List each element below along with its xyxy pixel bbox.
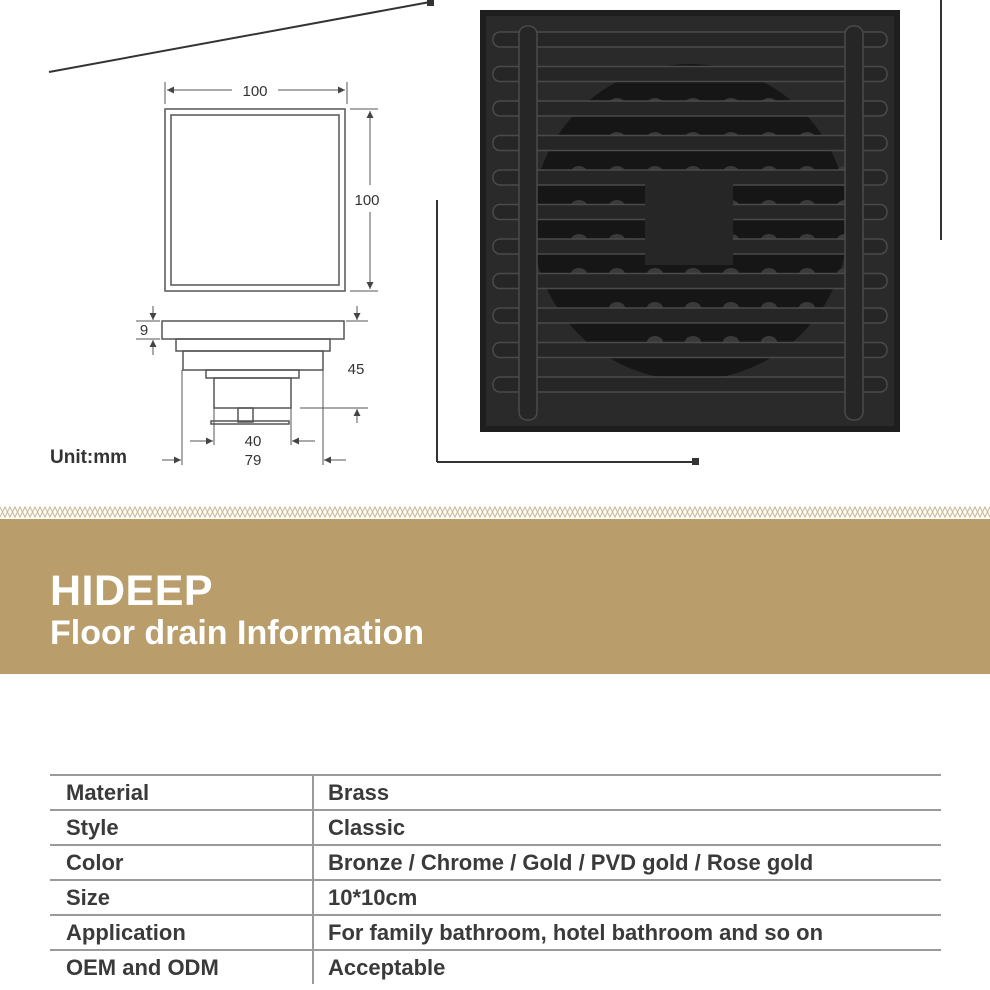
decorative-zigzag-border [0,505,990,519]
title-banner [0,519,990,674]
banner-subtitle: Floor drain Information [50,614,424,652]
spec-label: Material [50,774,314,810]
spec-label: Style [50,809,314,845]
drain-photo [480,10,900,432]
brand-name: HIDEEP [50,567,214,615]
spec-label: OEM and ODM [50,949,314,984]
spec-label: Application [50,914,314,950]
dim-top-width: 100 [242,83,267,100]
unit-label: Unit:mm [50,447,128,468]
spec-label: Color [50,844,314,880]
spec-value: Acceptable [313,949,941,984]
spec-value: Classic [313,809,941,845]
spec-value: Bronze / Chrome / Gold / PVD gold / Rose… [313,844,941,880]
dim-top-height: 100 [354,192,379,209]
decor-lines [48,0,942,463]
dim-thickness: 9 [140,322,148,339]
technical-drawing: 100 100 [48,0,942,469]
side-view [161,320,345,425]
dim-body-width: 79 [245,452,262,469]
spec-value: 10*10cm [313,879,941,915]
spec-value: Brass [313,774,941,810]
dim-outlet-width: 40 [245,433,262,450]
dim-depth: 45 [348,361,365,378]
spec-label: Size [50,879,314,915]
product-drawing-area: 100 100 [48,0,942,469]
spec-value: For family bathroom, hotel bathroom and … [313,914,941,950]
top-view [164,108,346,292]
